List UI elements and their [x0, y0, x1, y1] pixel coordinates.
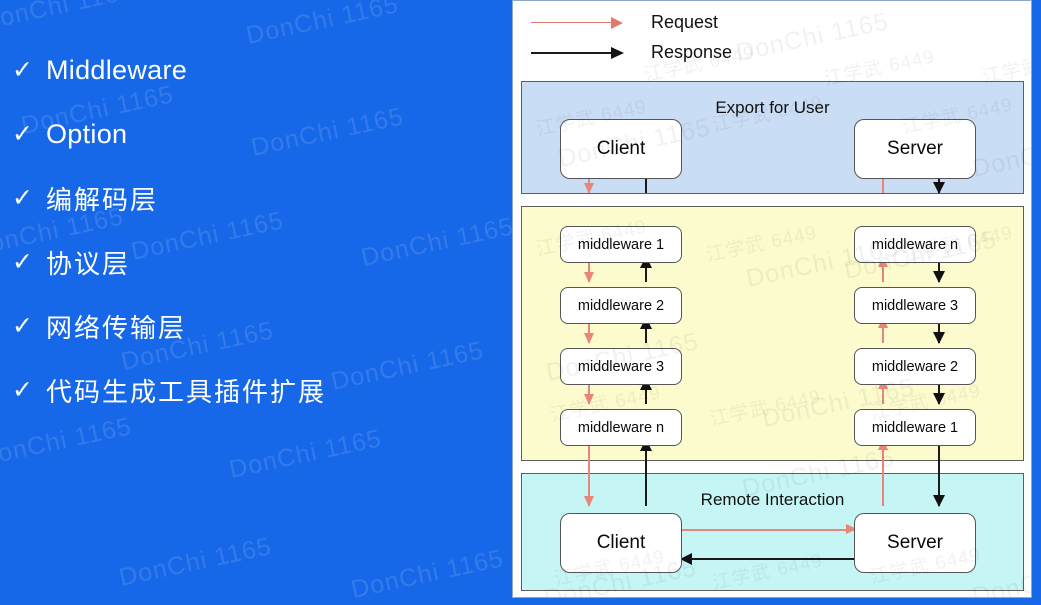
diagram-legend: Request Response	[513, 1, 1031, 79]
list-item-label: 协议层	[46, 248, 131, 279]
check-icon: ✓	[12, 247, 33, 276]
node-remote-client[interactable]: Client	[560, 513, 682, 573]
bullet-list: ✓ Middleware ✓ Option ✓ 编解码层 ✓ 协议层 ✓ 网络传…	[0, 38, 500, 422]
node-mw-right-4[interactable]: middleware 1	[854, 409, 976, 446]
node-export-server[interactable]: Server	[854, 119, 976, 179]
legend-label-request: Request	[651, 12, 719, 32]
band-title-remote: Remote Interaction	[700, 490, 845, 509]
node-mw-left-4[interactable]: middleware n	[560, 409, 682, 446]
list-item: ✓ 代码生成工具插件扩展	[0, 358, 500, 422]
node-mw-right-3[interactable]: middleware 2	[854, 348, 976, 385]
list-item-label: 网络传输层	[46, 312, 187, 343]
list-item: ✓ 编解码层	[0, 166, 500, 230]
legend-item-request: Request	[531, 12, 718, 33]
slide-left-panel: ✓ Middleware ✓ Option ✓ 编解码层 ✓ 协议层 ✓ 网络传…	[0, 0, 516, 604]
node-mw-left-2[interactable]: middleware 2	[560, 287, 682, 324]
check-icon: ✓	[12, 375, 33, 404]
watermark: DonChi 1165	[116, 532, 275, 592]
node-mw-left-3[interactable]: middleware 3	[560, 348, 682, 385]
check-icon: ✓	[12, 119, 33, 148]
band-title-export: Export for User	[715, 98, 830, 117]
check-icon: ✓	[12, 183, 33, 212]
node-mw-right-2[interactable]: middleware 3	[854, 287, 976, 324]
watermark: DonChi 1165	[348, 544, 507, 604]
list-item-label: 编解码层	[46, 184, 159, 215]
legend-item-response: Response	[531, 42, 732, 63]
node-export-client[interactable]: Client	[560, 119, 682, 179]
list-item: ✓ Middleware	[0, 38, 500, 102]
check-icon: ✓	[12, 55, 33, 84]
list-item-label: Option	[46, 118, 128, 149]
list-item: ✓ Option	[0, 102, 500, 166]
watermark: DonChi 1165	[226, 424, 385, 484]
check-icon: ✓	[12, 311, 33, 340]
node-mw-left-1[interactable]: middleware 1	[560, 226, 682, 263]
list-item: ✓ 协议层	[0, 230, 500, 294]
watermark: DonChi 1165	[0, 0, 136, 36]
node-mw-right-1[interactable]: middleware n	[854, 226, 976, 263]
list-item: ✓ 网络传输层	[0, 294, 500, 358]
list-item-label: 代码生成工具插件扩展	[46, 376, 327, 407]
architecture-diagram: Request Response Export for User Remote …	[512, 0, 1032, 598]
request-arrow-icon	[531, 16, 627, 29]
legend-label-response: Response	[651, 42, 733, 62]
node-remote-server[interactable]: Server	[854, 513, 976, 573]
list-item-label: Middleware	[46, 54, 188, 85]
response-arrow-icon	[531, 46, 627, 59]
